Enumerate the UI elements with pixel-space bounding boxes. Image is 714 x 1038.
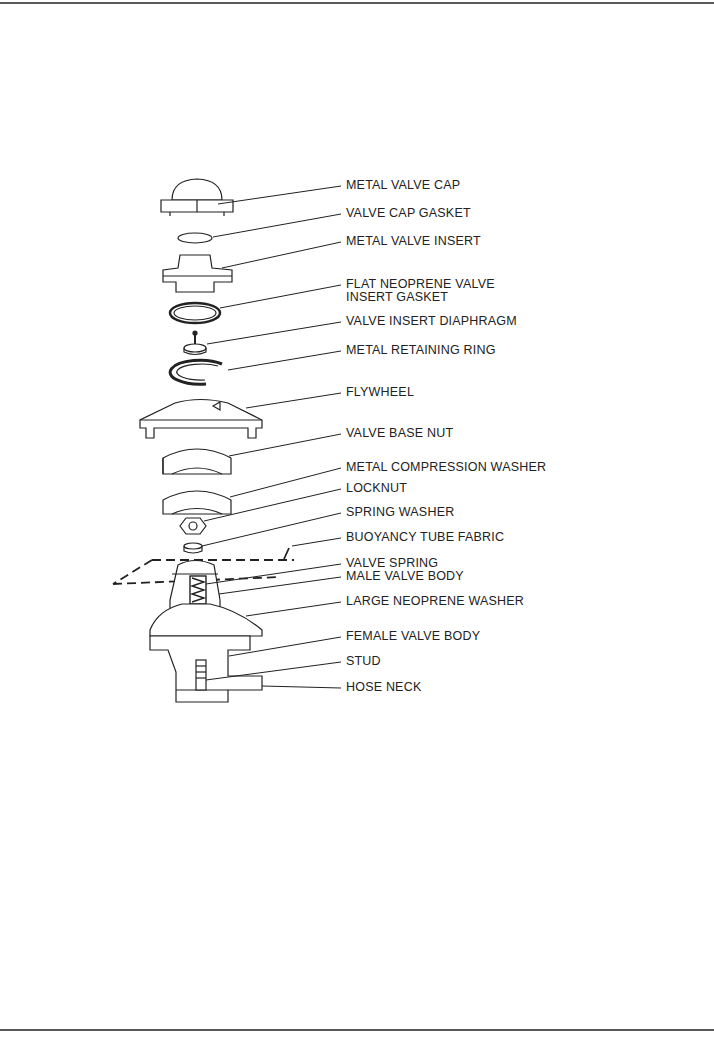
part-label: VALVE CAP GASKET bbox=[346, 207, 646, 220]
part-label: METAL RETAINING RING bbox=[346, 344, 646, 357]
part-label: VALVE SPRING bbox=[346, 557, 646, 570]
part-label: METAL COMPRESSION WASHER bbox=[346, 461, 646, 474]
part-label: VALVE INSERT DIAPHRAGM bbox=[346, 315, 646, 328]
part-label: SPRING WASHER bbox=[346, 506, 646, 519]
part-label: METAL VALVE INSERT bbox=[346, 235, 646, 248]
part-label: MALE VALVE BODY bbox=[346, 570, 646, 583]
part-label: STUD bbox=[346, 655, 646, 668]
part-label: HOSE NECK bbox=[346, 681, 646, 694]
part-label: LOCKNUT bbox=[346, 482, 646, 495]
part-label: METAL VALVE CAP bbox=[346, 179, 646, 192]
part-label: FEMALE VALVE BODY bbox=[346, 630, 646, 643]
part-label: FLAT NEOPRENE VALVE INSERT GASKET bbox=[346, 278, 516, 304]
part-label: BUOYANCY TUBE FABRIC bbox=[346, 531, 646, 544]
part-label: FLYWHEEL bbox=[346, 386, 646, 399]
part-label: VALVE BASE NUT bbox=[346, 427, 646, 440]
part-label: LARGE NEOPRENE WASHER bbox=[346, 595, 646, 608]
